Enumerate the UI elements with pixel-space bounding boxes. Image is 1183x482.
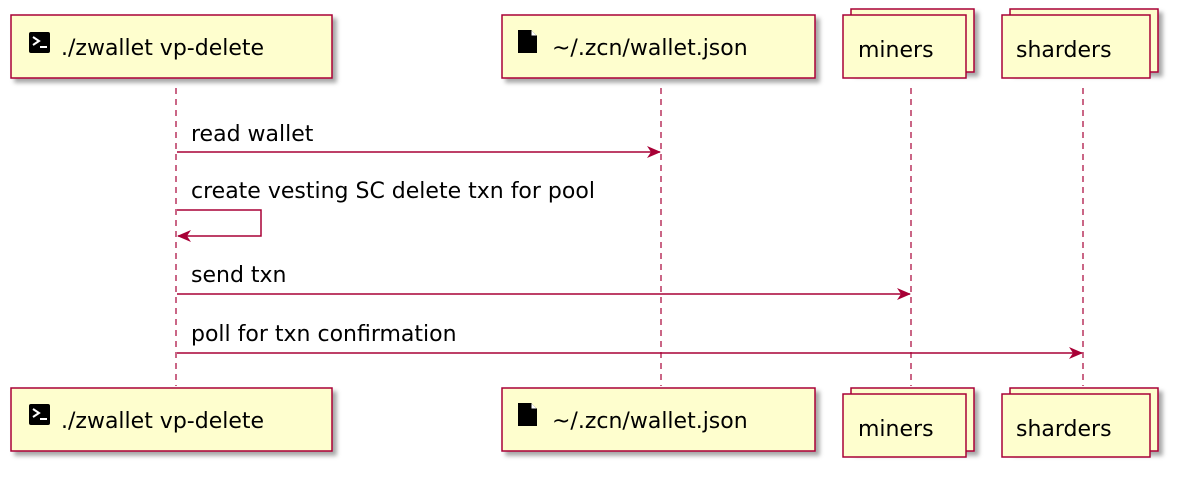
participant-wallet-file-bottom: ~/.zcn/wallet.json (501, 387, 816, 452)
participant-sharders-bottom: sharders (1001, 387, 1159, 458)
participant-label: miners (858, 38, 934, 63)
participant-sharders-top: sharders (1001, 8, 1159, 79)
participant-label: sharders (1016, 38, 1112, 63)
participant-zwallet-top: ./zwallet vp-delete (10, 14, 333, 79)
participant-label: sharders (1016, 417, 1112, 442)
message-send-txn: send txn (177, 263, 911, 300)
participant-label: ~/.zcn/wallet.json (552, 36, 748, 61)
participant-label: miners (858, 417, 934, 442)
file-icon (518, 30, 537, 53)
terminal-icon (29, 404, 50, 425)
message-label: send txn (191, 263, 287, 288)
participant-label: ~/.zcn/wallet.json (552, 409, 748, 434)
message-read-wallet: read wallet (177, 122, 661, 158)
message-label: read wallet (191, 122, 314, 147)
terminal-icon (29, 32, 50, 53)
message-label: poll for txn confirmation (191, 322, 457, 347)
participant-wallet-file-top: ~/.zcn/wallet.json (501, 14, 816, 79)
participant-zwallet-bottom: ./zwallet vp-delete (10, 387, 333, 452)
message-create-txn: create vesting SC delete txn for pool (177, 179, 595, 242)
message-poll-confirmation: poll for txn confirmation (177, 322, 1083, 359)
file-icon (518, 403, 537, 426)
participant-label: ./zwallet vp-delete (61, 409, 264, 434)
participant-miners-bottom: miners (842, 387, 975, 458)
participant-miners-top: miners (842, 8, 975, 79)
participant-label: ./zwallet vp-delete (61, 36, 264, 61)
message-label: create vesting SC delete txn for pool (191, 179, 595, 204)
